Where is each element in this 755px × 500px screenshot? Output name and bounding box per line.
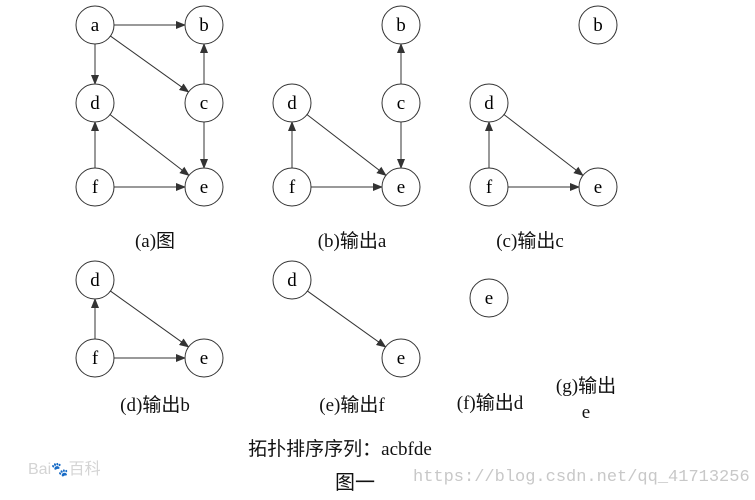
node-a-c: c [184,83,224,123]
node-label: f [92,348,99,369]
node-a-f: f [75,167,115,207]
node-label: d [287,270,297,291]
node-a-b: b [184,5,224,45]
node-label: e [200,348,208,369]
edge-a-d-e [109,114,190,177]
node-e-d: d [272,260,312,300]
node-a-d: d [75,83,115,123]
node-b-e: e [381,167,421,207]
node-label: b [199,15,209,36]
node-label: f [289,177,296,198]
node-f-e: e [469,278,509,318]
node-label: c [397,93,405,114]
node-b-d: d [272,83,312,123]
caption-g-line2: e [581,402,591,423]
caption-d: (d)输出b [120,395,190,416]
caption-a: (a)图 [134,231,176,252]
node-e-e: e [381,338,421,378]
node-label: e [397,348,405,369]
node-label: e [200,177,208,198]
node-label: f [92,177,99,198]
edge-e-d-e [307,290,387,348]
node-b-b: b [381,5,421,45]
edge-a-a-c [110,35,190,93]
edge-d-d-e [110,290,190,348]
node-label: d [287,93,297,114]
caption-g: (g)输出 [555,376,617,397]
node-c-f: f [469,167,509,207]
node-a-a: a [75,5,115,45]
caption-e: (e)输出f [319,395,385,416]
edge-b-d-e [306,114,387,177]
node-label: e [485,288,493,309]
node-c-d: d [469,83,509,123]
node-label: e [397,177,405,198]
node-a-e: e [184,167,224,207]
edge-c-d-e [503,114,584,177]
node-label: c [200,93,208,114]
figure-title: 图一 [335,472,375,494]
caption-c: (c)输出c [496,231,564,252]
node-label: f [486,177,493,198]
node-b-c: c [381,83,421,123]
node-c-b: b [578,5,618,45]
sequence-label: 拓扑排序序列：acbfde [248,439,432,460]
node-b-f: f [272,167,312,207]
node-label: d [90,270,100,291]
node-label: d [484,93,494,114]
node-d-f: f [75,338,115,378]
node-label: a [91,15,100,36]
node-d-e: e [184,338,224,378]
caption-b: (b)输出a [317,231,387,252]
node-c-e: e [578,167,618,207]
node-label: d [90,93,100,114]
node-label: b [396,15,406,36]
watermark-url: https://blog.csdn.net/qq_41713256 [413,468,750,487]
baidu-watermark-logo: Bai🐾百科 [28,461,101,478]
node-label: b [593,15,603,36]
node-d-d: d [75,260,115,300]
node-label: e [594,177,602,198]
caption-f: (f)输出d [456,393,524,414]
